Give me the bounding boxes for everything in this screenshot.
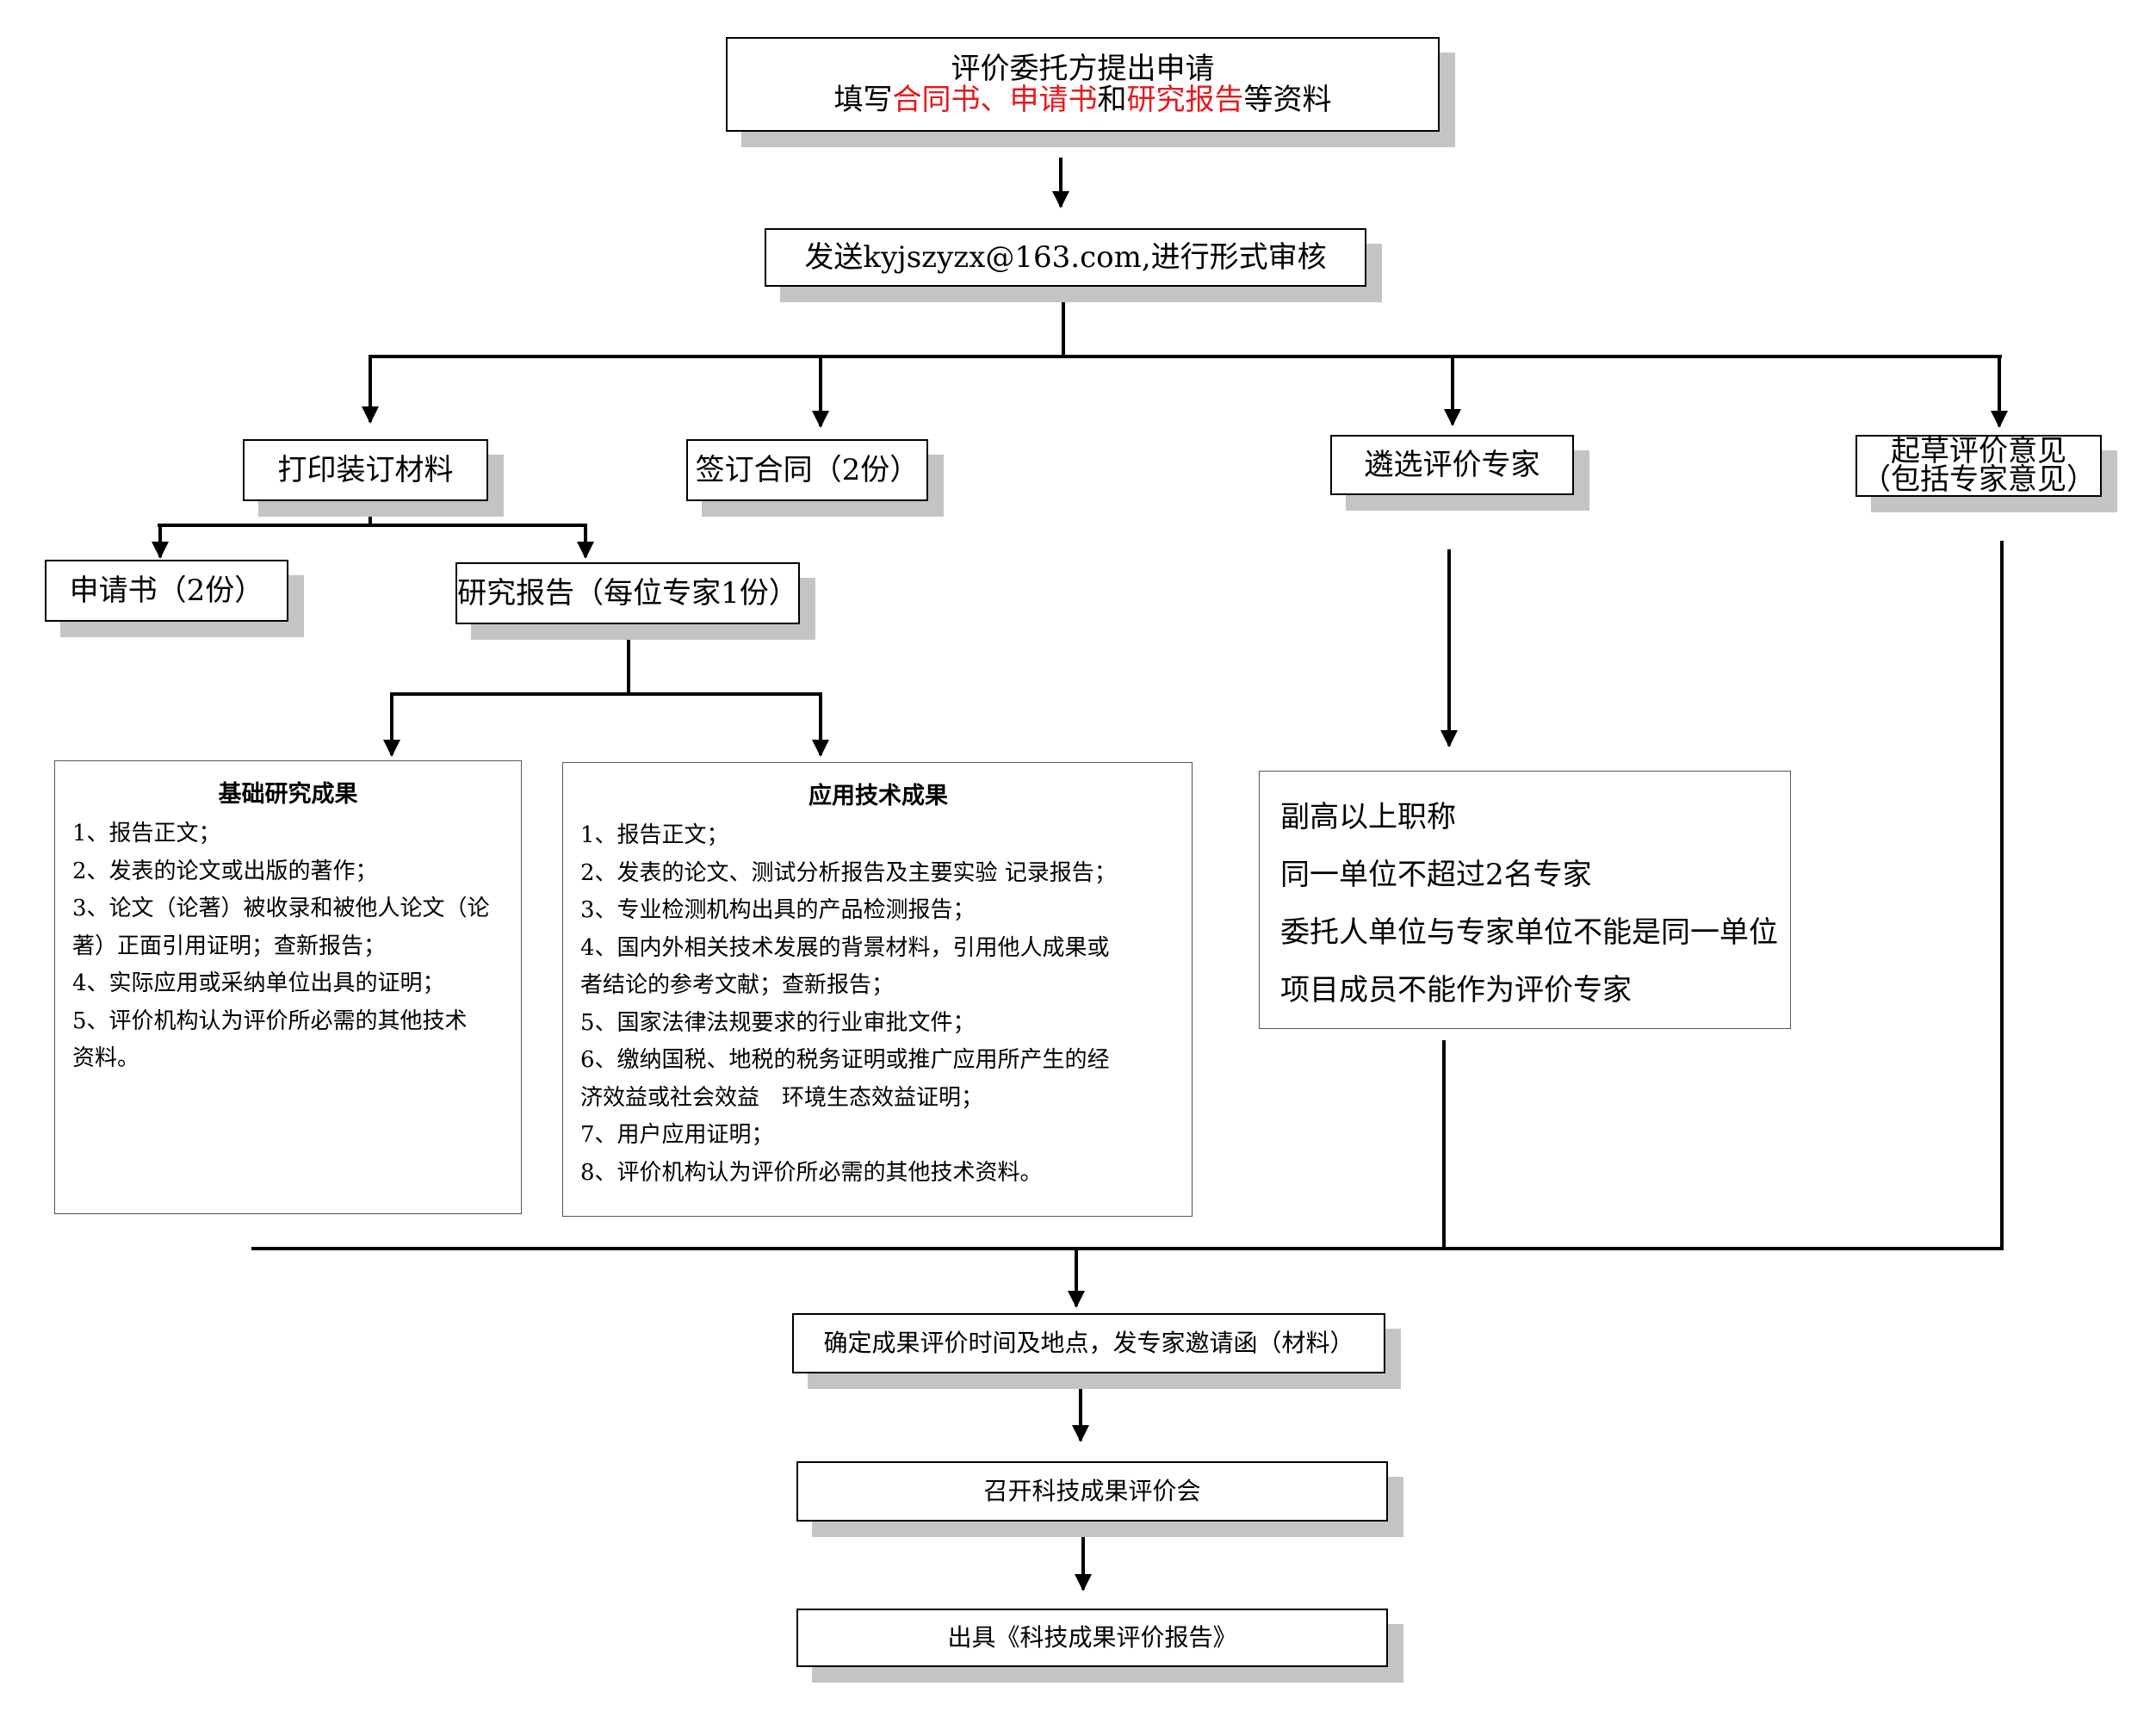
expert-criterion: 委托人单位与专家单位不能是同一单位 (1280, 915, 1778, 950)
select-experts-text: 遴选评价专家 (1364, 448, 1540, 482)
print-materials-text: 打印装订材料 (277, 453, 454, 487)
applied-tech-title: 应用技术成果 (808, 783, 948, 809)
applied-tech-item: 3、专业检测机构出具的产品检测报告； (580, 897, 976, 923)
sign-contract-box: 签订合同（2份） (686, 439, 928, 501)
applied-tech-item: 1、报告正文； (580, 822, 729, 848)
draft-opinion-line1: 起草评价意见 (1891, 434, 2066, 468)
basic-research-title: 基础研究成果 (218, 781, 358, 808)
send-review-box: 发送kyjszyzx@163.com,进行形式审核 (765, 228, 1366, 287)
send-review-text: 发送kyjszyzx@163.com,进行形式审核 (804, 240, 1327, 275)
basic-research-panel: 基础研究成果 1、报告正文； 2、发表的论文或出版的著作； 3、论文（论著）被收… (54, 760, 522, 1214)
sign-contract-text: 签订合同（2份） (695, 453, 920, 487)
applied-tech-item: 6、缴纳国税、地税的税务证明或推广应用所产生的经 (580, 1047, 1110, 1073)
start-line2-prefix: 填写 (833, 83, 893, 117)
expert-criterion: 项目成员不能作为评价专家 (1280, 973, 1632, 1007)
start-line2-highlight-contract: 合同书、申请书 (892, 83, 1098, 117)
start-line1: 评价委托方提出申请 (951, 52, 1215, 86)
start-line2-suffix: 等资料 (1243, 83, 1332, 117)
basic-research-item: 著）正面引用证明；查新报告； (72, 933, 387, 959)
draft-opinion-line2: （包括专家意见） (1862, 462, 2096, 497)
applied-tech-item: 4、国内外相关技术发展的背景材料，引用他人成果或 (580, 934, 1110, 961)
issue-report-text: 出具《科技成果评价报告》 (947, 1623, 1237, 1652)
research-report-copies-box: 研究报告（每位专家1份） (455, 562, 800, 624)
start-line2-highlight-report: 研究报告 (1126, 83, 1244, 117)
evaluation-meeting-box: 召开科技成果评价会 (796, 1461, 1388, 1522)
applied-tech-panel: 应用技术成果 1、报告正文； 2、发表的论文、测试分析报告及主要实验 记录报告；… (562, 762, 1193, 1217)
expert-criterion: 同一单位不超过2名专家 (1280, 858, 1592, 892)
draft-opinion-box: 起草评价意见 （包括专家意见） (1856, 435, 2102, 497)
basic-research-item: 5、评价机构认为评价所必需的其他技术 (72, 1007, 468, 1034)
start-line2-mid: 和 (1097, 83, 1127, 117)
start-application-box: 评价委托方提出申请 填写合同书、申请书和研究报告等资料 (726, 37, 1440, 132)
print-materials-box: 打印装订材料 (243, 439, 488, 501)
evaluation-meeting-text: 召开科技成果评价会 (983, 1477, 1201, 1505)
expert-criteria-panel: 副高以上职称 同一单位不超过2名专家 委托人单位与专家单位不能是同一单位 项目成… (1259, 771, 1791, 1029)
applied-tech-item: 8、评价机构认为评价所必需的其他技术资料。 (580, 1159, 1043, 1186)
basic-research-item: 2、发表的论文或出版的著作； (72, 858, 378, 884)
application-copies-box: 申请书（2份） (45, 560, 288, 622)
start-line2: 填写合同书、申请书和研究报告等资料 (834, 84, 1332, 115)
applied-tech-item: 2、发表的论文、测试分析报告及主要实验 记录报告； (580, 859, 1117, 886)
application-copies-text: 申请书（2份） (69, 573, 264, 608)
issue-report-box: 出具《科技成果评价报告》 (796, 1609, 1388, 1667)
basic-research-item: 4、实际应用或采纳单位出具的证明； (72, 970, 445, 996)
basic-research-item: 1、报告正文； (72, 821, 221, 846)
applied-tech-item: 7、用户应用证明； (580, 1122, 774, 1148)
applied-tech-item: 5、国家法律法规要求的行业审批文件； (580, 1009, 976, 1036)
applied-tech-item: 者结论的参考文献；查新报告； (580, 972, 895, 998)
expert-criterion: 副高以上职称 (1280, 800, 1456, 834)
select-experts-box: 遴选评价专家 (1330, 435, 1574, 495)
basic-research-item: 资料。 (72, 1045, 140, 1071)
applied-tech-item: 济效益或社会效益 环境生态效益证明； (580, 1084, 984, 1111)
confirm-schedule-text: 确定成果评价时间及地点，发专家邀请函（材料） (823, 1329, 1354, 1357)
research-report-copies-text: 研究报告（每位专家1份） (457, 576, 798, 611)
basic-research-item: 3、论文（论著）被收录和被他人论文（论 (72, 896, 490, 921)
confirm-schedule-box: 确定成果评价时间及地点，发专家邀请函（材料） (792, 1313, 1385, 1373)
